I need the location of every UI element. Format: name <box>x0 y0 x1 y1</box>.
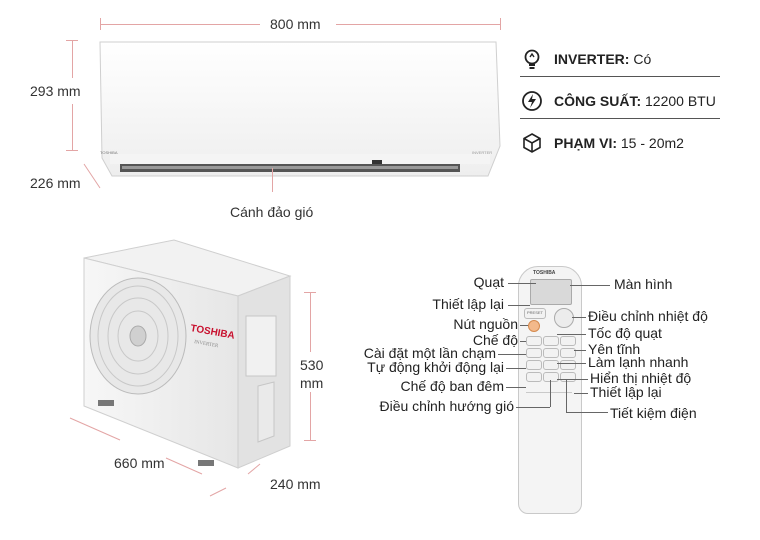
width-dimension-line-left <box>100 24 260 25</box>
leader-temp-display <box>557 379 588 380</box>
spec-value-range: 15 - 20m2 <box>620 135 684 151</box>
height-dimension-line-top <box>72 40 73 78</box>
remote-brand: TOSHIBA <box>533 270 556 276</box>
remote-temp-pad[interactable] <box>554 308 574 328</box>
spec-row-range: PHẠM VI: 15 - 20m2 <box>520 126 720 160</box>
power-icon <box>522 91 542 111</box>
leader-eco <box>566 412 608 413</box>
remote-mode-button[interactable] <box>526 336 542 346</box>
spec-key-capacity: CÔNG SUẤT: <box>554 93 642 109</box>
remote-label-temp-adjust: Điều chỉnh nhiệt độ <box>588 308 708 324</box>
cube-icon <box>523 133 541 153</box>
remote-label-reset-right: Thiết lập lại <box>590 384 662 400</box>
leader-one-touch <box>498 354 526 355</box>
remote-label-night: Chế độ ban đêm <box>400 378 504 394</box>
leader-eco-vertical <box>566 380 567 412</box>
leader-night <box>506 387 526 388</box>
indoor-width-label: 800 mm <box>270 16 321 32</box>
height-dimension-line-bottom <box>72 104 73 150</box>
outdoor-inverter-mark: INVERTER <box>194 340 220 349</box>
remote-label-one-touch: Cài đặt một lần chạm <box>363 345 496 361</box>
leader-power <box>520 325 528 326</box>
remote-label-mode: Chế độ <box>472 332 518 348</box>
remote-auto-restart-button[interactable] <box>526 360 542 370</box>
spec-row-capacity: CÔNG SUẤT: 12200 BTU <box>520 84 720 119</box>
outdoor-height-number: 530 <box>300 357 324 373</box>
leader-hi-power <box>557 363 586 364</box>
remote-night-button[interactable] <box>526 372 542 382</box>
remote-comfort-button[interactable] <box>560 348 576 358</box>
remote-label-reset-left: Thiết lập lại <box>432 296 504 312</box>
leader-reset-right <box>574 393 588 394</box>
remote-label-power: Nút nguồn <box>453 316 518 332</box>
indoor-depth-label: 226 mm <box>30 175 81 191</box>
outdoor-depth-label: 240 mm <box>270 476 321 492</box>
bulb-icon <box>524 49 540 69</box>
indoor-unit-image: TOSHIBA INVERTER <box>99 41 501 177</box>
leader-mode <box>520 341 526 342</box>
spec-key-range: PHẠM VI: <box>554 135 617 151</box>
width-dimension-line-right <box>336 24 500 25</box>
remote-label-hi-power: Làm lạnh nhanh <box>588 354 689 370</box>
remote-label-display: Màn hình <box>614 276 673 292</box>
remote-label-quiet: Yên tĩnh <box>588 341 641 357</box>
remote-label-fan-speed: Tốc độ quạt <box>588 325 662 341</box>
leader-fan <box>508 283 536 284</box>
leader-swing <box>516 407 550 408</box>
spec-key-inverter: INVERTER: <box>554 51 630 67</box>
outdoor-unit-image: TOSHIBA INVERTER <box>83 239 292 469</box>
outdoor-height-tick-top <box>304 292 316 293</box>
depth-dimension-line <box>83 163 101 189</box>
outdoor-height-tick-bottom <box>304 440 316 441</box>
leader-temp-adjust <box>572 317 586 318</box>
leader-quiet <box>574 350 586 351</box>
remote-label-eco: Tiết kiệm điện <box>610 405 697 421</box>
remote-preset-button[interactable]: PRESET <box>524 308 546 319</box>
remote-fan-speed-button[interactable] <box>543 336 559 346</box>
leader-reset-left <box>508 305 530 306</box>
remote-label-fan: Quạt <box>473 274 504 290</box>
remote-one-touch-button[interactable] <box>526 348 542 358</box>
outdoor-height-unit: mm <box>300 375 324 391</box>
width-dimension-tick-left <box>100 18 101 30</box>
indoor-height-label: 293 mm <box>30 83 81 99</box>
outdoor-width-line <box>69 417 203 475</box>
remote-label-temp-display: Hiển thị nhiệt độ <box>590 370 692 386</box>
spec-row-inverter: INVERTER: Có <box>520 42 720 77</box>
remote-divider <box>526 392 572 393</box>
leader-auto-restart <box>506 368 526 369</box>
height-dimension-tick-top <box>66 40 78 41</box>
leader-swing-vertical <box>550 380 551 407</box>
height-dimension-tick-bottom <box>66 150 78 151</box>
remote-quiet-button[interactable] <box>560 336 576 346</box>
louver-leader-line <box>272 168 273 192</box>
remote-power-button[interactable] <box>528 320 540 332</box>
outdoor-height-line-top <box>310 292 311 352</box>
spec-value-capacity: 12200 BTU <box>645 93 716 109</box>
indoor-brand-mark: TOSHIBA <box>100 150 118 155</box>
outdoor-width-label: 660 mm <box>114 455 165 471</box>
indoor-inverter-mark: INVERTER <box>472 150 492 155</box>
remote-label-auto-restart: Tự động khởi động lại <box>367 359 504 375</box>
remote-display <box>530 279 572 305</box>
remote-body <box>518 266 582 514</box>
remote-reset-button[interactable] <box>560 360 576 370</box>
remote-swing-button[interactable] <box>543 372 559 382</box>
remote-temp-display-button[interactable] <box>543 360 559 370</box>
louver-label: Cánh đảo gió <box>230 204 314 220</box>
width-dimension-tick-right <box>500 18 501 30</box>
remote-hi-power-button[interactable] <box>543 348 559 358</box>
spec-value-inverter: Có <box>633 51 652 67</box>
leader-fan-speed <box>557 334 586 335</box>
outdoor-height-line-bottom <box>310 392 311 440</box>
remote-label-swing: Điều chỉnh hướng gió <box>379 398 514 414</box>
outdoor-depth-line <box>209 463 261 497</box>
remote-eco-button[interactable] <box>560 372 576 382</box>
leader-display <box>570 285 610 286</box>
